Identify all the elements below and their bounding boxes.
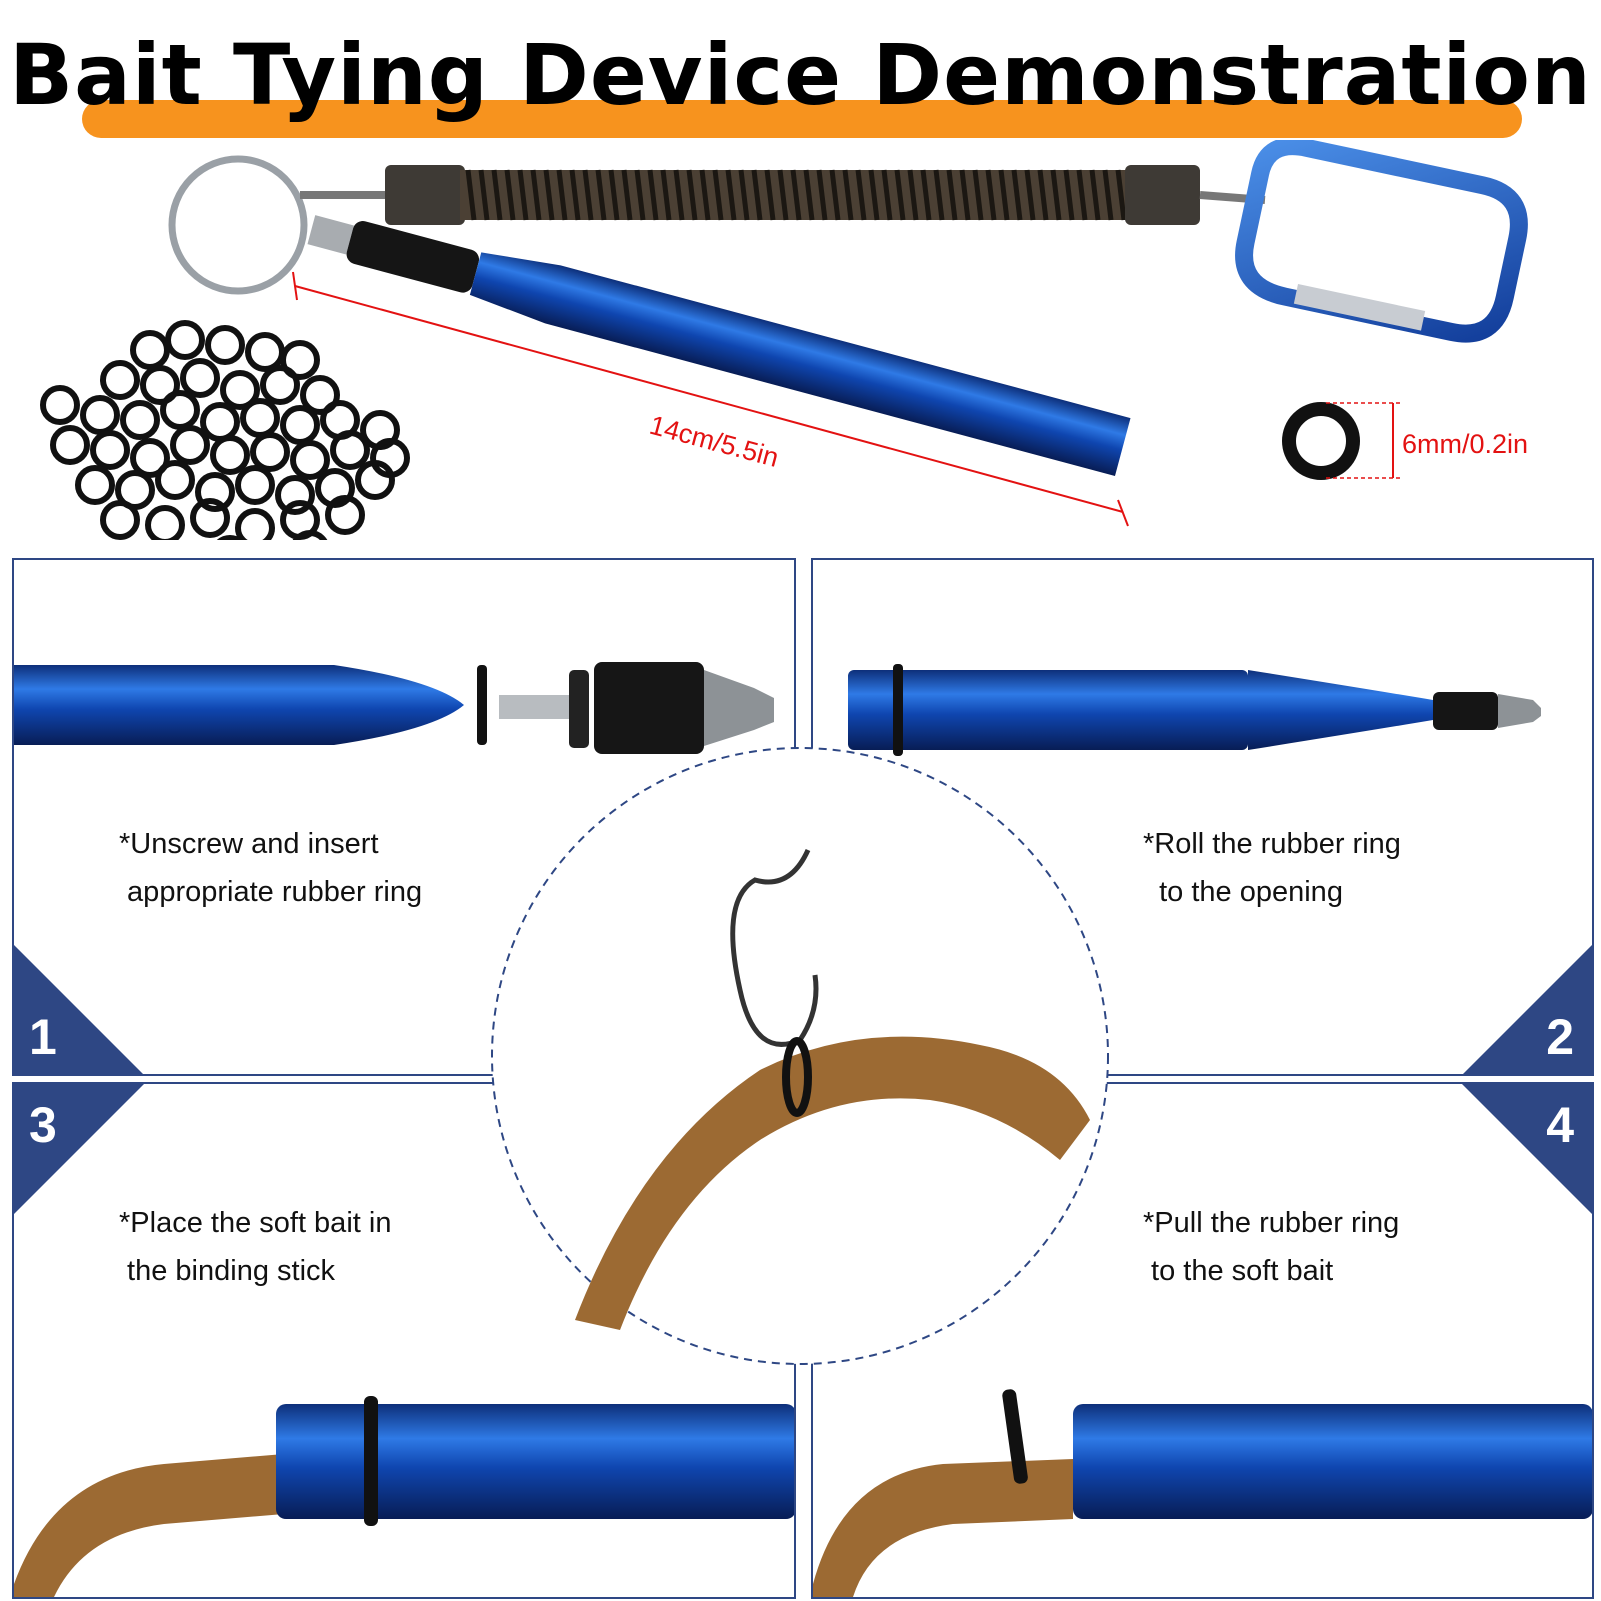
ring-size-label: 6mm/0.2in bbox=[1402, 429, 1528, 459]
key-ring-icon bbox=[168, 155, 308, 295]
step-4-corner-tab bbox=[1462, 1084, 1592, 1214]
title-banner: Bait Tying Device Demonstration bbox=[0, 20, 1601, 140]
place-bait-illustration bbox=[14, 1396, 794, 1597]
step-panel-1: *Unscrew and insert appropriate rubber r… bbox=[12, 558, 796, 1076]
step-4-instruction: *Pull the rubber ring to the soft bait bbox=[1143, 1207, 1400, 1287]
pull-ring-illustration bbox=[813, 1389, 1592, 1597]
step-1-instruction: *Unscrew and insert appropriate rubber r… bbox=[119, 828, 423, 908]
step-1-corner-tab bbox=[14, 945, 143, 1074]
product-illustration: 14cm/5.5in 6mm/0.2in bbox=[40, 140, 1528, 540]
carabiner-icon bbox=[1235, 140, 1528, 343]
length-label: 14cm/5.5in bbox=[646, 410, 781, 473]
page-title: Bait Tying Device Demonstration bbox=[9, 26, 1592, 124]
step-3-instruction: *Place the soft bait in the binding stic… bbox=[119, 1207, 392, 1287]
step-2-corner-tab bbox=[1463, 945, 1592, 1074]
step-panel-4: 4 *Pull the rubber ring to the soft bait bbox=[811, 1082, 1594, 1599]
step-1-number: 1 bbox=[29, 1009, 57, 1065]
step-panel-3: 3 *Place the soft bait in the binding st… bbox=[12, 1082, 796, 1599]
bait-tool-icon bbox=[307, 215, 1131, 477]
unscrew-illustration bbox=[14, 662, 774, 754]
single-ring-icon bbox=[1282, 402, 1400, 480]
step-2-instruction: *Roll the rubber ring to the opening bbox=[1143, 828, 1401, 908]
roll-ring-illustration bbox=[848, 664, 1541, 756]
length-measure-line bbox=[292, 271, 1129, 527]
step-2-number: 2 bbox=[1546, 1009, 1574, 1065]
step-3-corner-tab bbox=[14, 1084, 144, 1214]
rubber-rings-pile-icon bbox=[40, 320, 410, 540]
step-panel-2: *Roll the rubber ring to the opening 2 bbox=[811, 558, 1594, 1076]
step-3-number: 3 bbox=[29, 1097, 57, 1153]
step-4-number: 4 bbox=[1546, 1097, 1574, 1153]
title-underline-bar bbox=[82, 100, 1522, 138]
coiled-lanyard-icon bbox=[300, 165, 1266, 225]
